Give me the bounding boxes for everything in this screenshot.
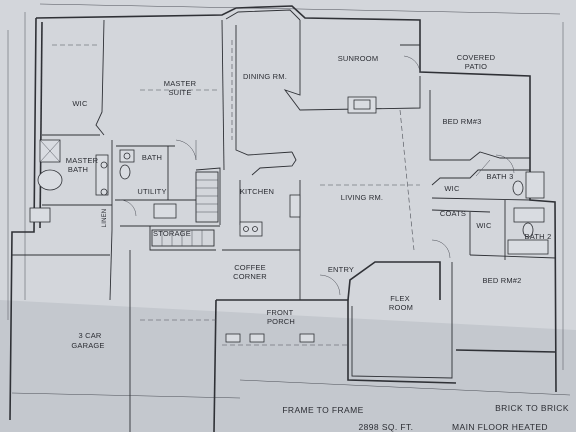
covered-patio-label-2: PATIO [465,62,487,71]
bed-room-3-label: BED RM#3 [442,117,481,126]
bath-3-label: BATH 3 [487,172,514,181]
living-room-label: LIVING RM. [341,193,383,202]
kitchen-label: KITCHEN [240,187,274,196]
linen-label: LINEN [102,209,108,228]
flex-room-label-2: ROOM [389,303,413,312]
bath-2-label: BATH 2 [525,232,552,241]
master-suite-label-2: SUITE [168,88,191,97]
master-wic-label: WIC [72,99,88,108]
bath-label: BATH [142,153,162,162]
floor-area-label: 2898 SQ. FT. [359,422,414,432]
coats-label: COATS [440,209,466,218]
coffee-corner-label-2: CORNER [233,272,267,281]
fixtures [29,96,549,343]
sunroom-label: SUNROOM [338,54,379,63]
master-bath-label-2: BATH [68,165,88,174]
dimension-lines [7,3,571,399]
dining-room-label: DINING RM. [243,72,287,81]
flex-room-label-1: FLEX [390,294,410,303]
door-swings [119,55,515,296]
master-suite-label-1: MASTER [164,79,197,88]
frame-to-frame-label: FRAME TO FRAME [282,405,363,415]
covered-patio-label-1: COVERED [457,53,496,62]
stair-treads [151,171,219,247]
paper-shade [0,300,576,432]
bed3-wic-label: WIC [444,184,460,193]
bed-room-2-label: BED RM#2 [482,276,521,285]
coffee-corner-label-1: COFFEE [234,263,266,272]
main-floor-heated-label: MAIN FLOOR HEATED [452,422,548,432]
front-porch-label-1: FRONT [267,308,294,317]
ceiling-lines [52,40,420,346]
exterior-walls [9,5,557,432]
entry-label: ENTRY [328,265,354,274]
utility-label: UTILITY [137,187,166,196]
brick-to-brick-label: BRICK TO BRICK [495,403,569,413]
front-porch-label-2: PORCH [267,317,295,326]
storage-label: STORAGE [153,229,191,238]
bed2-wic-label: WIC [476,221,492,230]
interior-walls [12,19,557,432]
garage-label-2: GARAGE [71,341,104,350]
garage-label-1: 3 CAR [78,331,101,340]
master-bath-label-1: MASTER [66,156,99,165]
